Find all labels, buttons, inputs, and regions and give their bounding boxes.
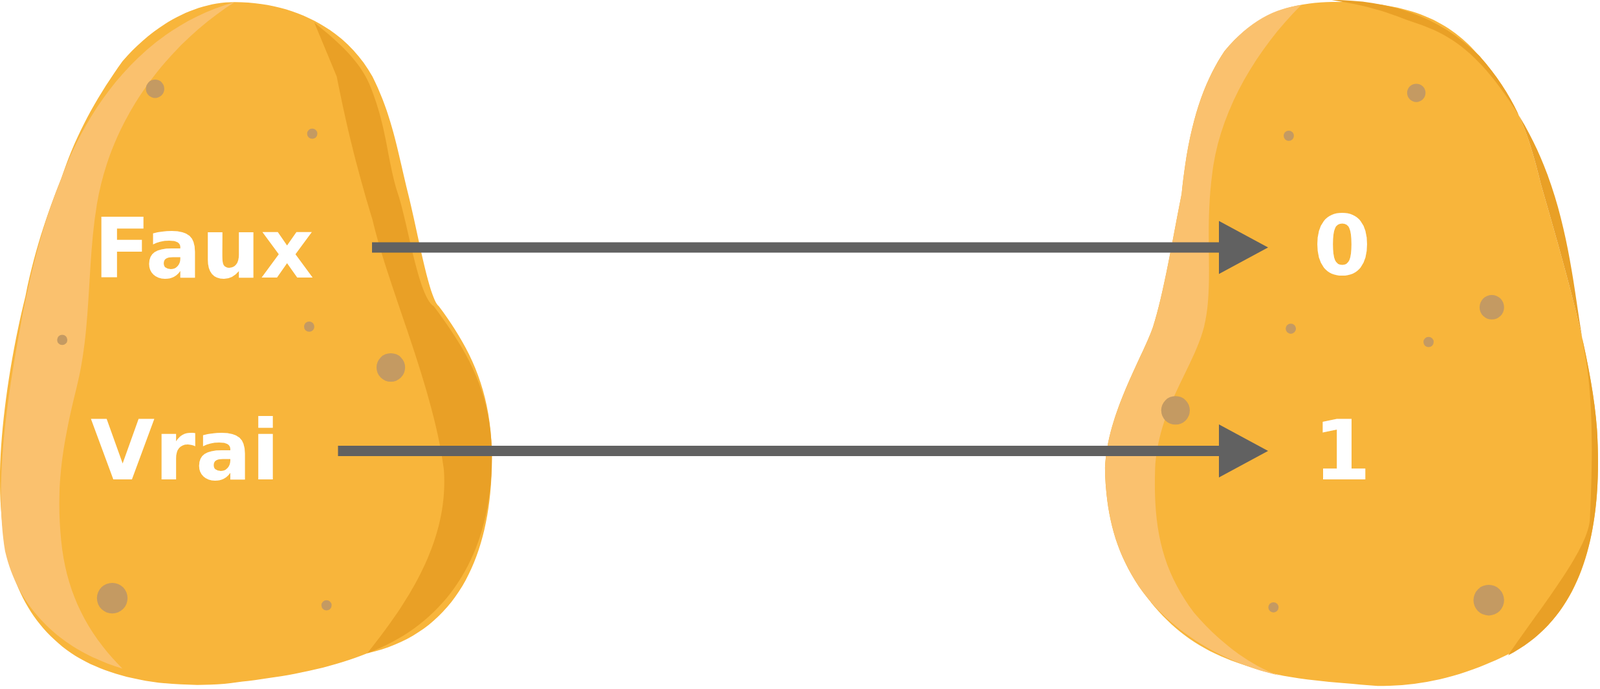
- right-blob: [1105, 0, 1599, 686]
- left-blob: [0, 1, 492, 685]
- value-label: Faux: [93, 207, 314, 291]
- value-text: 1: [1313, 409, 1371, 493]
- value-label: 1: [1313, 409, 1371, 493]
- value-label: Vrai: [90, 409, 280, 493]
- value-text: Vrai: [90, 409, 280, 493]
- value-text: Faux: [93, 207, 314, 291]
- mapping-arrow: [337, 424, 1269, 478]
- value-text: 0: [1313, 204, 1371, 288]
- value-label: 0: [1313, 204, 1371, 288]
- mapping-arrow: [372, 221, 1269, 275]
